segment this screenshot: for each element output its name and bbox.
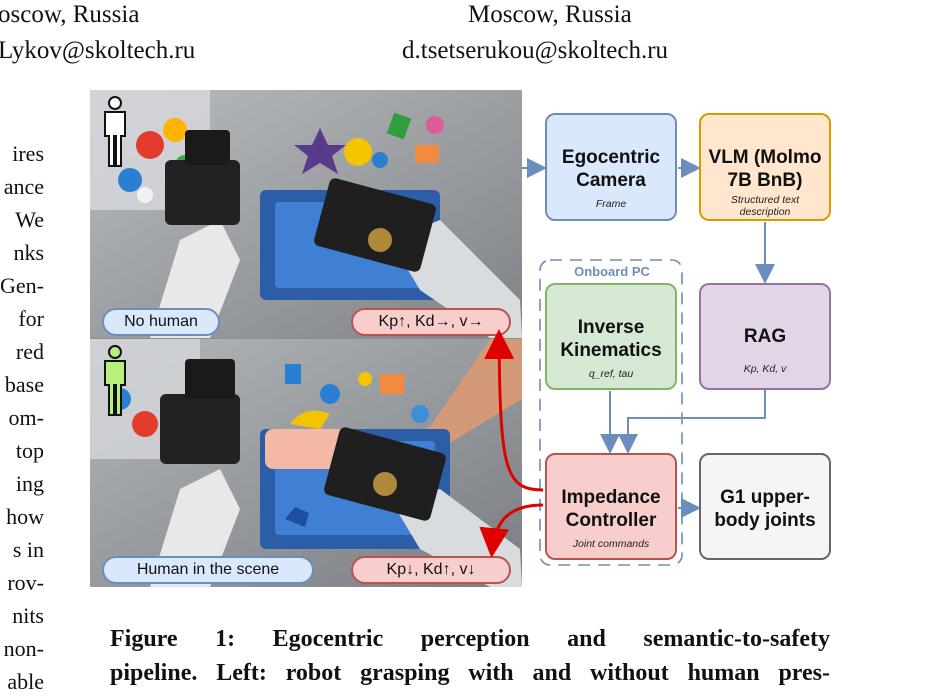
onboard-pc-label: Onboard PC [562,264,662,279]
vlm-subtitle-line1: Structured text [701,194,829,206]
vlm-subtitle-line2: description [701,206,829,218]
caption-line2: pipeline. Left: robot grasping with and … [110,656,830,690]
impedance-controller-box: Impedance Controller Joint commands [545,453,677,560]
vlm-title-line1: VLM (Molmo [701,146,829,169]
g1-joints-box: G1 upper- body joints [699,453,831,560]
egocentric-camera-box: Egocentric Camera Frame [545,113,677,221]
g1-title-line1: G1 upper- [701,486,829,509]
impedance-title-line2: Controller [547,509,675,532]
g1-title-line2: body joints [701,509,829,532]
rag-box: RAG Kp, Kd, v [699,283,831,390]
vlm-title-line2: 7B BnB) [701,169,829,192]
rag-subtitle: Kp, Kd, v [701,363,829,375]
caption-line1: Figure 1: Egocentric perception and sema… [110,622,830,656]
vlm-box: VLM (Molmo 7B BnB) Structured text descr… [699,113,831,221]
camera-subtitle: Frame [547,198,675,210]
ik-title-line1: Inverse [547,316,675,339]
camera-title-line1: Egocentric [547,146,675,169]
figure-caption: Figure 1: Egocentric perception and sema… [110,622,830,690]
impedance-subtitle: Joint commands [547,538,675,550]
ik-subtitle: q_ref, tau [547,368,675,380]
ik-title-line2: Kinematics [547,339,675,362]
camera-title-line2: Camera [547,169,675,192]
inverse-kinematics-box: Inverse Kinematics q_ref, tau [545,283,677,390]
rag-title: RAG [701,325,829,348]
impedance-title-line1: Impedance [547,486,675,509]
